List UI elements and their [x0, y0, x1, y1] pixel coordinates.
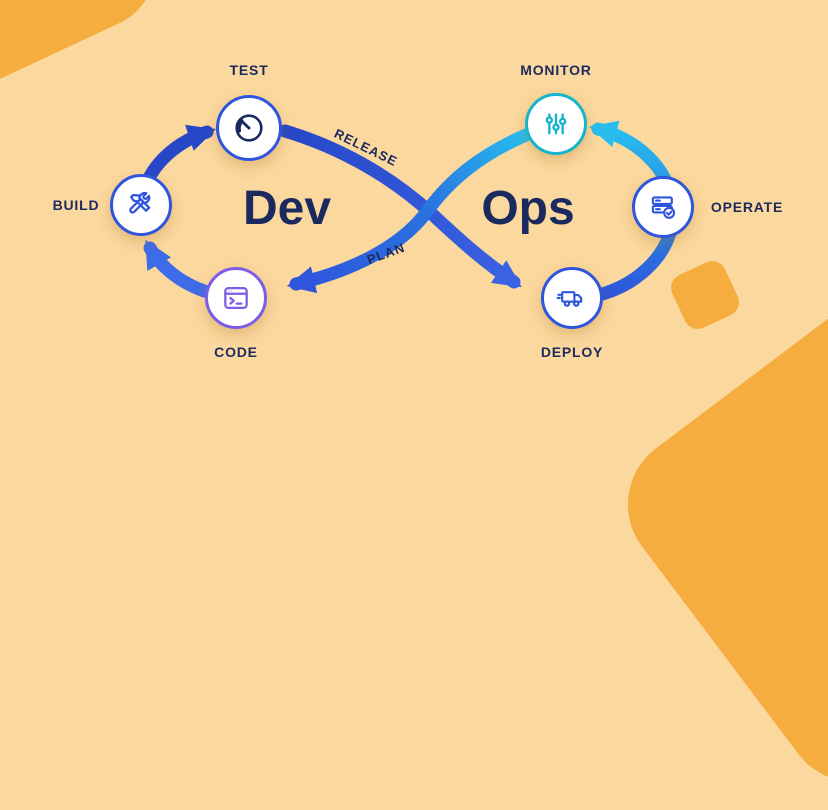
wrench-screwdriver-icon [129, 191, 151, 214]
build-node [110, 174, 172, 236]
server-check-icon [651, 196, 676, 219]
arrow-code-to-build [143, 239, 221, 301]
dev-title: Dev [242, 182, 332, 235]
sliders-icon [545, 113, 567, 135]
monitor-node [525, 93, 587, 155]
deploy-label: DEPLOY [540, 344, 604, 360]
arrow-plan-monitor-to-code [286, 128, 533, 294]
operate-node [632, 176, 694, 238]
ops-title: Ops [481, 182, 575, 235]
deploy-node [541, 267, 603, 329]
test-node [216, 95, 282, 161]
code-label: CODE [214, 344, 258, 360]
truck-icon [556, 291, 583, 307]
build-label: BUILD [52, 197, 100, 213]
terminal-window-icon [224, 286, 248, 310]
monitor-label: MONITOR [520, 62, 592, 78]
operate-label: OPERATE [710, 199, 784, 215]
test-label: TEST [229, 62, 269, 78]
code-node [205, 267, 267, 329]
gauge-icon [235, 114, 263, 142]
